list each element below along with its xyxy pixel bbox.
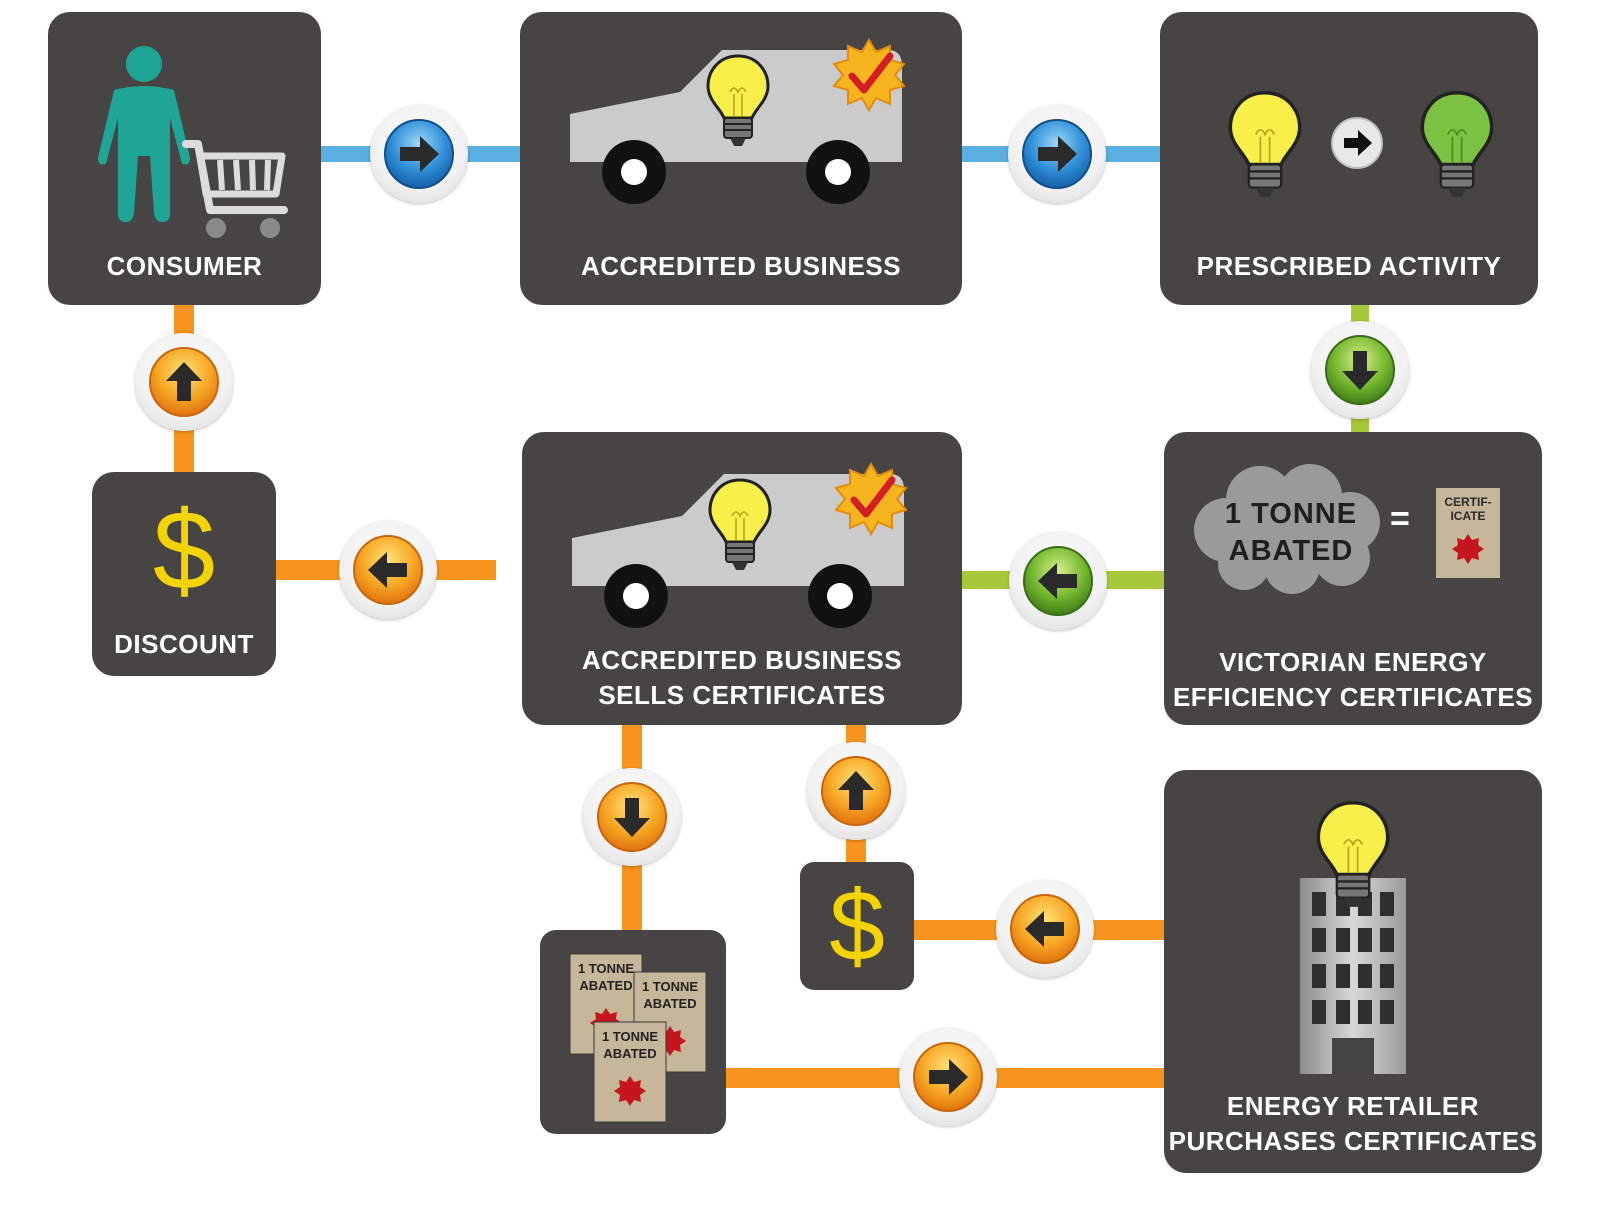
light-bulb-icon [706, 54, 770, 146]
small-arrow-right-icon [1331, 117, 1383, 169]
certificate-1-text-line2: ABATED [579, 978, 633, 993]
dollar-icon: $ [152, 488, 216, 613]
arrow-right-icon [899, 1028, 997, 1126]
consumer-label: CONSUMER [106, 251, 263, 281]
cloud-icon [1194, 464, 1380, 594]
accredited-business-label: ACCREDITED BUSINESS [580, 251, 902, 281]
arrow-down-icon [583, 768, 681, 866]
arrow-left-icon [339, 521, 437, 619]
certificate-2-text-line1: 1 TONNE [641, 979, 699, 994]
discount-label: DISCOUNT [114, 629, 254, 659]
equals-sign: = [1390, 500, 1410, 538]
dollar-icon: $ [829, 870, 885, 982]
building-icon [1300, 878, 1406, 1074]
arrow-right-icon [1008, 105, 1106, 203]
certificate-stack-node: 1 TONNE ABATED 1 TONNE ABATED 1 TONNE AB… [540, 930, 726, 1134]
veec-label-line2: EFFICIENCY CERTIFICATES [1172, 682, 1534, 712]
certificate-3-text-line1: 1 TONNE [601, 1029, 659, 1044]
arrow-down-icon [1311, 321, 1409, 419]
checkmark-badge-icon [834, 462, 908, 536]
certificate-1-text-line1: 1 TONNE [577, 961, 635, 976]
certificate-text-line1: CERTIF- [1444, 495, 1492, 509]
accredited-business-node: ACCREDITED BUSINESS [520, 12, 962, 305]
arrow-right-icon [370, 105, 468, 203]
energy-retailer-label-line1: ENERGY RETAILER [1226, 1091, 1480, 1121]
cloud-text-line2: ABATED [1228, 535, 1354, 567]
light-bulb-icon [1316, 801, 1390, 907]
energy-retailer-label-line2: PURCHASES CERTIFICATES [1168, 1126, 1538, 1156]
arrow-left-icon [1009, 532, 1107, 630]
energy-retailer-node: ENERGY RETAILER PURCHASES CERTIFICATES [1164, 770, 1542, 1173]
consumer-node: CONSUMER [48, 12, 321, 305]
yellow-light-bulb-icon [1228, 91, 1302, 197]
certificate-stack-icon [569, 953, 707, 1123]
certificate-icon [1436, 488, 1500, 578]
shopping-cart-icon [182, 140, 288, 238]
arrow-up-icon [807, 742, 905, 840]
arrow-left-icon [996, 880, 1094, 978]
prescribed-activity-label: PRESCRIBED ACTIVITY [1196, 251, 1502, 281]
payment-node: $ [800, 862, 914, 990]
certificate-2-text-line2: ABATED [643, 996, 697, 1011]
green-light-bulb-icon [1420, 91, 1494, 197]
business-sells-label-line1: ACCREDITED BUSINESS [581, 645, 903, 675]
veec-node: 1 TONNE ABATED = CERTIF- ICATE VICTORIAN… [1164, 432, 1542, 725]
business-sells-label-line2: SELLS CERTIFICATES [598, 680, 886, 710]
certificate-3-text-line2: ABATED [603, 1046, 657, 1061]
prescribed-activity-node: PRESCRIBED ACTIVITY [1160, 12, 1538, 305]
veec-label-line1: VICTORIAN ENERGY [1219, 647, 1487, 677]
cloud-text-line1: 1 TONNE [1224, 498, 1358, 530]
light-bulb-icon [708, 478, 772, 570]
business-sells-certificates-node: ACCREDITED BUSINESS SELLS CERTIFICATES [522, 432, 962, 725]
certificate-text-line2: ICATE [1450, 509, 1486, 523]
checkmark-badge-icon [832, 38, 906, 112]
arrow-up-icon [135, 333, 233, 431]
discount-node: $ DISCOUNT [92, 472, 276, 676]
person-icon [98, 46, 190, 222]
